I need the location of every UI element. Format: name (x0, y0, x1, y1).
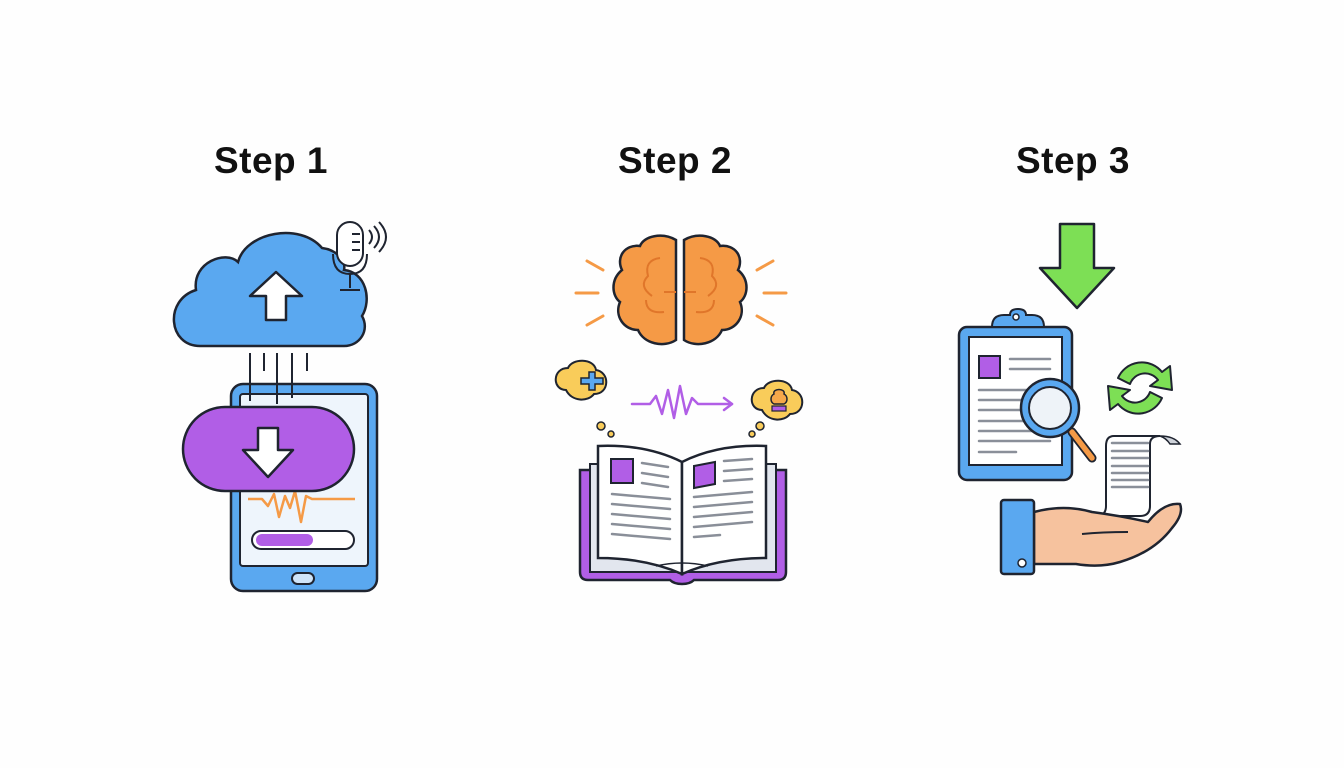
step-1: Step 1 (121, 0, 421, 768)
brain-icon (574, 234, 788, 346)
progress-bar-icon (251, 530, 355, 550)
cloud-upload-icon (172, 231, 368, 348)
audio-waveform-icon (248, 489, 355, 524)
thought-bubble-person-icon (748, 379, 804, 438)
magnifying-glass-icon (1019, 377, 1097, 463)
refresh-cycle-icon (1107, 361, 1173, 415)
waveform-arrow-icon (630, 384, 734, 420)
step-3-title: Step 3 (1015, 140, 1131, 181)
hand-icon (999, 498, 1183, 576)
step-2: Step 2 (525, 0, 825, 768)
step-1-title: Step 1 (213, 140, 329, 181)
thought-bubble-plus-icon (554, 359, 615, 438)
download-button-icon (181, 405, 356, 493)
step-2-title: Step 2 (617, 140, 733, 181)
green-down-arrow-icon (1038, 222, 1116, 310)
open-book-icon (578, 444, 788, 586)
step-3: Step 3 (923, 0, 1223, 768)
microphone-icon (332, 221, 387, 291)
paper-scroll-icon (1095, 435, 1182, 517)
